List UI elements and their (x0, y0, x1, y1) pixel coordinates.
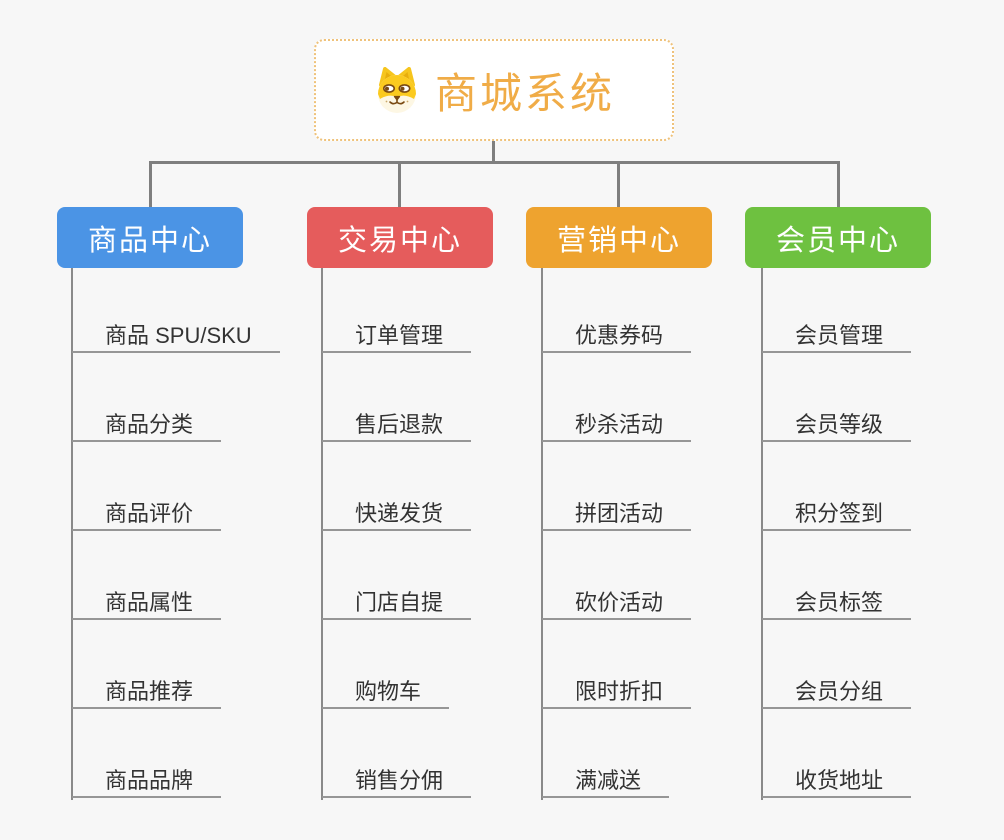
leaf-item[interactable]: 商品属性 (72, 582, 222, 620)
root-label: 商城系统 (434, 69, 615, 117)
leaf-item[interactable]: 秒杀活动 (542, 404, 692, 442)
branch-label: 商品中心 (87, 224, 212, 257)
leaf-item[interactable]: 售后退款 (322, 404, 472, 442)
branch-node-trade-center[interactable]: 交易中心 (307, 207, 493, 268)
leaf-item[interactable]: 积分签到 (762, 493, 912, 531)
connector-trunk (761, 267, 763, 800)
leaf-item[interactable]: 购物车 (322, 671, 450, 709)
branch-label: 会员中心 (775, 224, 900, 257)
leaf-item[interactable]: 会员标签 (762, 582, 912, 620)
branch-label: 营销中心 (556, 224, 681, 257)
connector-root-stub (492, 140, 495, 163)
leaf-item[interactable]: 会员管理 (762, 315, 912, 353)
root-node[interactable]: 商城系统 (314, 39, 674, 141)
doge-face-icon (373, 66, 421, 114)
leaf-item[interactable]: 优惠券码 (542, 315, 692, 353)
branch-label: 交易中心 (337, 224, 462, 257)
leaf-item[interactable]: 会员等级 (762, 404, 912, 442)
leaf-item[interactable]: 商品推荐 (72, 671, 222, 709)
leaf-item[interactable]: 商品评价 (72, 493, 222, 531)
connector-trunk (541, 267, 543, 800)
connector-drop (398, 161, 401, 209)
branch-node-product-center[interactable]: 商品中心 (57, 207, 243, 268)
leaf-item[interactable]: 满减送 (542, 760, 670, 798)
branch-node-marketing-center[interactable]: 营销中心 (526, 207, 712, 268)
leaf-item[interactable]: 会员分组 (762, 671, 912, 709)
leaf-item[interactable]: 限时折扣 (542, 671, 692, 709)
connector-trunk (321, 267, 323, 800)
leaf-item[interactable]: 门店自提 (322, 582, 472, 620)
leaf-item[interactable]: 商品品牌 (72, 760, 222, 798)
leaf-item[interactable]: 订单管理 (322, 315, 472, 353)
leaf-item[interactable]: 收货地址 (762, 760, 912, 798)
leaf-item[interactable]: 快递发货 (322, 493, 472, 531)
leaf-item[interactable]: 拼团活动 (542, 493, 692, 531)
connector-horizontal (149, 161, 840, 164)
leaf-item[interactable]: 砍价活动 (542, 582, 692, 620)
branch-node-member-center[interactable]: 会员中心 (745, 207, 931, 268)
leaf-item[interactable]: 销售分佣 (322, 760, 472, 798)
connector-drop (837, 161, 840, 209)
connector-drop (617, 161, 620, 209)
leaf-item[interactable]: 商品分类 (72, 404, 222, 442)
leaf-item[interactable]: 商品 SPU/SKU (72, 315, 280, 353)
connector-trunk (71, 267, 73, 800)
connector-drop (149, 161, 152, 209)
